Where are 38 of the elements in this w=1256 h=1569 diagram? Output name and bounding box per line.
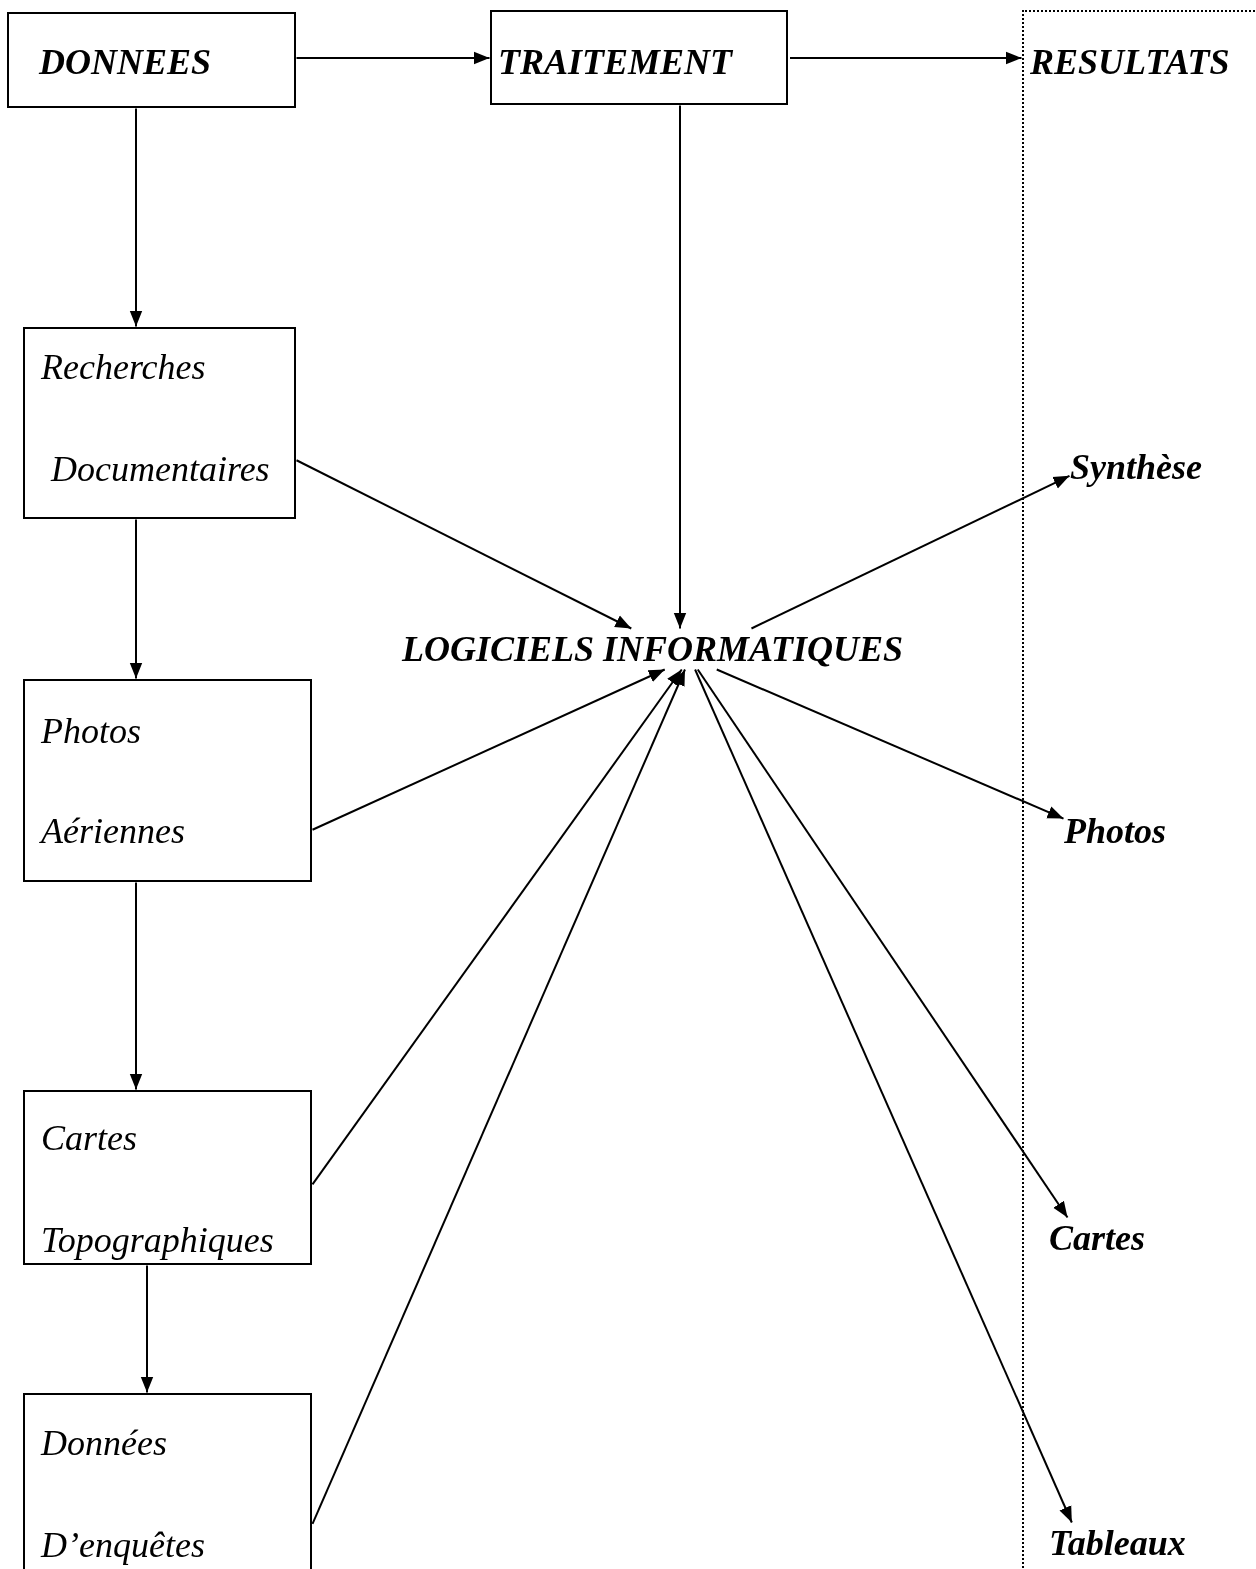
node-label: Photos (1064, 811, 1167, 851)
arrow (694, 668, 1073, 1524)
process-box (23, 327, 296, 519)
arrow (295, 459, 633, 630)
box-text: Données (41, 1423, 167, 1463)
heading-text: RESULTATS (1030, 42, 1230, 82)
process-box (490, 10, 788, 105)
box-text: Cartes (41, 1118, 137, 1158)
process-box (23, 679, 312, 882)
arrow (750, 474, 1071, 630)
arrow (311, 668, 686, 1525)
box-text: Photos (41, 711, 141, 751)
box-text: Topographiques (41, 1220, 274, 1260)
results-column (1022, 10, 1256, 1569)
process-box (23, 1393, 312, 1569)
arrow (696, 668, 1069, 1219)
arrow (129, 107, 143, 328)
node-label: Synthèse (1070, 447, 1202, 487)
box-text: Documentaires (51, 449, 270, 489)
process-box (23, 1090, 312, 1265)
node-label: Tableaux (1049, 1523, 1186, 1563)
arrow (129, 518, 143, 680)
node-label: LOGICIELS INFORMATIQUES (402, 629, 904, 669)
arrow (295, 51, 491, 65)
arrow (311, 668, 683, 1186)
arrow (140, 1264, 154, 1394)
arrow (311, 668, 666, 831)
arrow (129, 881, 143, 1091)
arrow (715, 668, 1065, 820)
box-text: D’enquêtes (41, 1525, 205, 1565)
arrow (673, 104, 687, 630)
heading-text: TRAITEMENT (498, 42, 733, 82)
process-box (7, 12, 296, 108)
node-label: Cartes (1049, 1218, 1145, 1258)
box-text: Aériennes (41, 811, 185, 851)
box-text: Recherches (41, 347, 206, 387)
heading-text: DONNEES (39, 42, 212, 82)
arrow (789, 51, 1023, 65)
